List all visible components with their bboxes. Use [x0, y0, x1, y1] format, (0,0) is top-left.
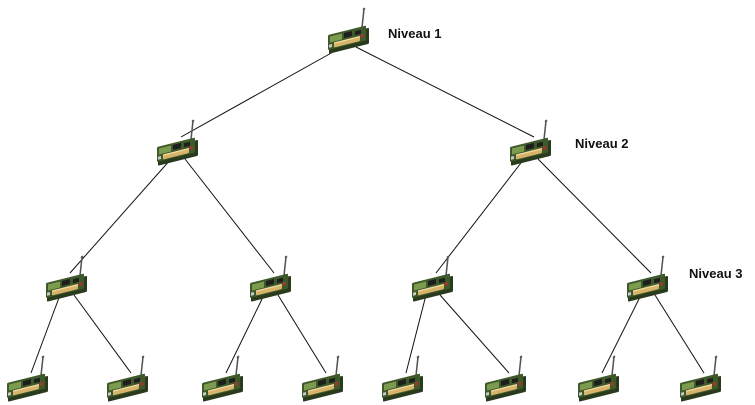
sensor-node-icon	[7, 355, 48, 402]
tree-edge	[73, 294, 132, 374]
tree-edge	[184, 158, 275, 274]
tree-edge	[439, 294, 510, 374]
sensor-node-icon	[412, 255, 453, 302]
sensor-node-icon	[382, 355, 423, 402]
sensor-node-icon	[157, 119, 198, 166]
sensor-node-icon	[627, 255, 668, 302]
sensor-node-icon	[485, 355, 526, 402]
tree-edge	[601, 294, 642, 374]
sensor-node-icon	[680, 355, 721, 402]
edges	[30, 46, 705, 374]
tree-edge	[654, 294, 705, 374]
sensor-node-icon	[510, 119, 551, 166]
sensor-node-icon	[302, 355, 343, 402]
sensor-node-icon	[578, 355, 619, 402]
tree-edge	[225, 294, 265, 374]
tree-edge	[180, 46, 343, 138]
level-2-label: Niveau 2	[575, 136, 629, 151]
tree-edge	[537, 158, 652, 274]
tree-edge	[277, 294, 327, 374]
sensor-node-icon	[107, 355, 148, 402]
tree-edge	[435, 158, 525, 274]
sensor-node-icon	[328, 7, 369, 54]
sensor-node-icon	[46, 255, 87, 302]
tree-edge	[355, 46, 535, 138]
sensor-node-icon	[250, 255, 291, 302]
level-1-label: Niveau 1	[388, 26, 442, 41]
tree-edge	[405, 294, 427, 374]
tree-edge	[69, 158, 172, 274]
tree-edge	[30, 294, 61, 374]
level-3-label: Niveau 3	[689, 266, 743, 281]
sensor-node-icon	[202, 355, 243, 402]
